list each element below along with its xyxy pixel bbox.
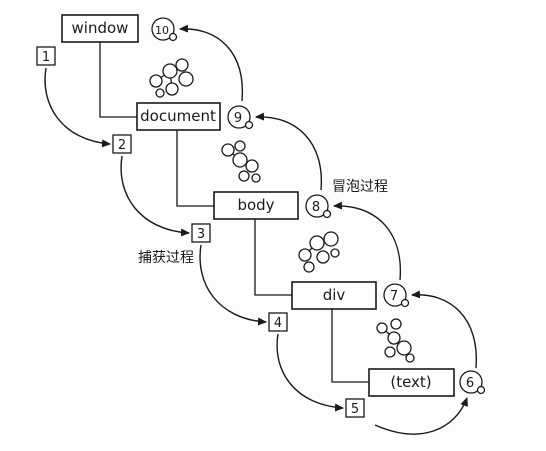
svg-text:1: 1	[42, 50, 50, 65]
bubble-step-7: 7	[383, 283, 410, 308]
connector-document-body	[176, 130, 214, 207]
svg-text:4: 4	[274, 316, 282, 331]
svg-text:10: 10	[155, 24, 169, 37]
node-window: window	[61, 14, 139, 43]
bubble-step-8: 8	[305, 194, 332, 219]
capture-phase-label: 捕获过程	[138, 250, 194, 266]
capture-step-5: 5	[345, 398, 365, 418]
connector-div-text	[331, 309, 369, 383]
node-body-label: body	[237, 196, 274, 214]
svg-text:5: 5	[351, 402, 359, 417]
bubble-arrows	[179, 24, 478, 435]
bubble-arrow-6-7	[411, 290, 478, 369]
connector-body-div	[254, 218, 292, 296]
bubble-arrow-5-6	[374, 397, 468, 435]
svg-text:2: 2	[118, 138, 126, 153]
capture-arrow-2-3	[120, 155, 190, 237]
bubble-phase-label: 冒泡过程	[332, 179, 388, 195]
capture-step-2: 2	[112, 134, 132, 154]
capture-step-4: 4	[268, 312, 288, 332]
capture-arrow-3-4	[199, 244, 267, 326]
molecule-icon	[376, 318, 415, 363]
node-window-label: window	[72, 19, 129, 37]
capture-arrows	[44, 67, 344, 412]
molecule-icon	[149, 58, 194, 98]
node-body: body	[213, 191, 299, 220]
capture-step-3: 3	[191, 223, 211, 243]
node-document-label: document	[140, 107, 216, 125]
node-div-label: div	[323, 286, 346, 304]
tree-connectors	[99, 42, 369, 383]
connector-window-document	[99, 42, 137, 118]
bubble-step-10: 10	[151, 17, 178, 42]
molecule-icon	[298, 231, 340, 273]
node-text-label: (text)	[390, 373, 431, 391]
svg-text:6: 6	[466, 376, 474, 391]
bubble-arrow-9-10	[179, 24, 244, 102]
node-div: div	[291, 281, 377, 310]
bubble-step-6: 6	[459, 370, 486, 395]
node-document: document	[136, 102, 221, 131]
capture-arrow-4-5	[276, 333, 344, 412]
molecule-icon	[221, 140, 261, 183]
bubble-step-9: 9	[227, 105, 254, 130]
bubble-arrow-7-8	[333, 201, 402, 281]
svg-text:3: 3	[197, 227, 205, 242]
svg-text:9: 9	[234, 111, 242, 126]
bubble-arrow-8-9	[255, 112, 323, 191]
capture-step-1: 1	[36, 46, 56, 66]
svg-text:7: 7	[390, 289, 398, 304]
capture-arrow-1-2	[44, 67, 111, 148]
svg-text:8: 8	[312, 200, 320, 215]
node-text: (text)	[368, 368, 455, 397]
